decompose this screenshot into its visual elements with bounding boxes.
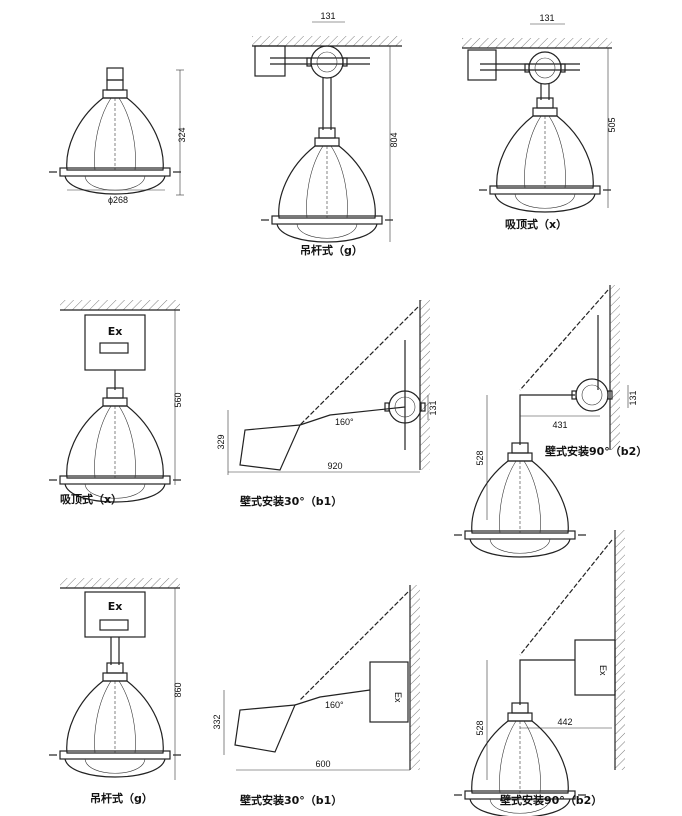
caption-p5: 壁式安装30°（b1） <box>240 494 342 508</box>
panel-pendant-g-top: 131 804 吊杆式（g） <box>252 11 402 257</box>
dim-p2-height: 804 <box>389 132 399 147</box>
dim-p4-height: 560 <box>173 392 183 407</box>
caption-p6: 壁式安装90°（b2） <box>545 444 647 458</box>
caption-p9: 壁式安装90°（b2） <box>500 793 602 807</box>
ex-label-p4: Ex <box>108 325 123 338</box>
caption-p8: 壁式安装30°（b1） <box>240 793 342 807</box>
dim-p2-width: 131 <box>320 11 335 21</box>
ex-label-p7: Ex <box>108 600 123 613</box>
ex-label-p8: Ex <box>393 692 403 703</box>
panel-basic-lamp: 324 ϕ268 <box>48 67 187 205</box>
dim-p5-reach: 920 <box>327 461 342 471</box>
dim-p8-reach: 600 <box>315 759 330 769</box>
dim-p6-box: 131 <box>628 390 638 405</box>
dim-p1-height: 324 <box>177 127 187 142</box>
caption-p7: 吊杆式（g） <box>90 791 153 805</box>
panel-wall-90-top: 131 431 528 壁式安装90°（b2） <box>453 285 647 558</box>
dim-p5-height: 329 <box>216 434 226 449</box>
dim-p3-width: 131 <box>539 13 554 23</box>
caption-p2: 吊杆式（g） <box>300 243 363 257</box>
ex-label-p9: Ex <box>598 665 608 676</box>
dim-p1-diameter: ϕ268 <box>108 195 128 205</box>
panel-ceiling-x-ex: Ex 560 吸顶式（x） <box>48 300 183 506</box>
caption-p3: 吸顶式（x） <box>505 217 567 231</box>
dim-p6-reach: 431 <box>552 420 567 430</box>
dim-p7-height: 860 <box>173 682 183 697</box>
angle-p8: 160° <box>325 700 344 710</box>
dim-p3-height: 505 <box>607 117 617 132</box>
dim-p9-height: 528 <box>475 720 485 735</box>
angle-p5: 160° <box>335 417 354 427</box>
dim-p6-height: 528 <box>475 450 485 465</box>
panel-ceiling-x-top: 131 505 吸顶式（x） <box>462 13 617 231</box>
panel-wall-30-ex: Ex 160° 332 600 壁式安装30°（b1） <box>212 585 420 807</box>
panel-pendant-g-ex: Ex 860 吊杆式（g） <box>48 578 183 805</box>
dim-p8-height: 332 <box>212 714 222 729</box>
panel-wall-30-top: 160° 131 329 920 壁式安装30°（b1） <box>216 300 438 508</box>
panel-wall-90-ex: Ex 528 442 壁式安装90°（b2） <box>453 530 625 816</box>
caption-p4: 吸顶式（x） <box>60 492 122 506</box>
dim-p9-reach: 442 <box>557 717 572 727</box>
dim-p5-box: 131 <box>428 400 438 415</box>
